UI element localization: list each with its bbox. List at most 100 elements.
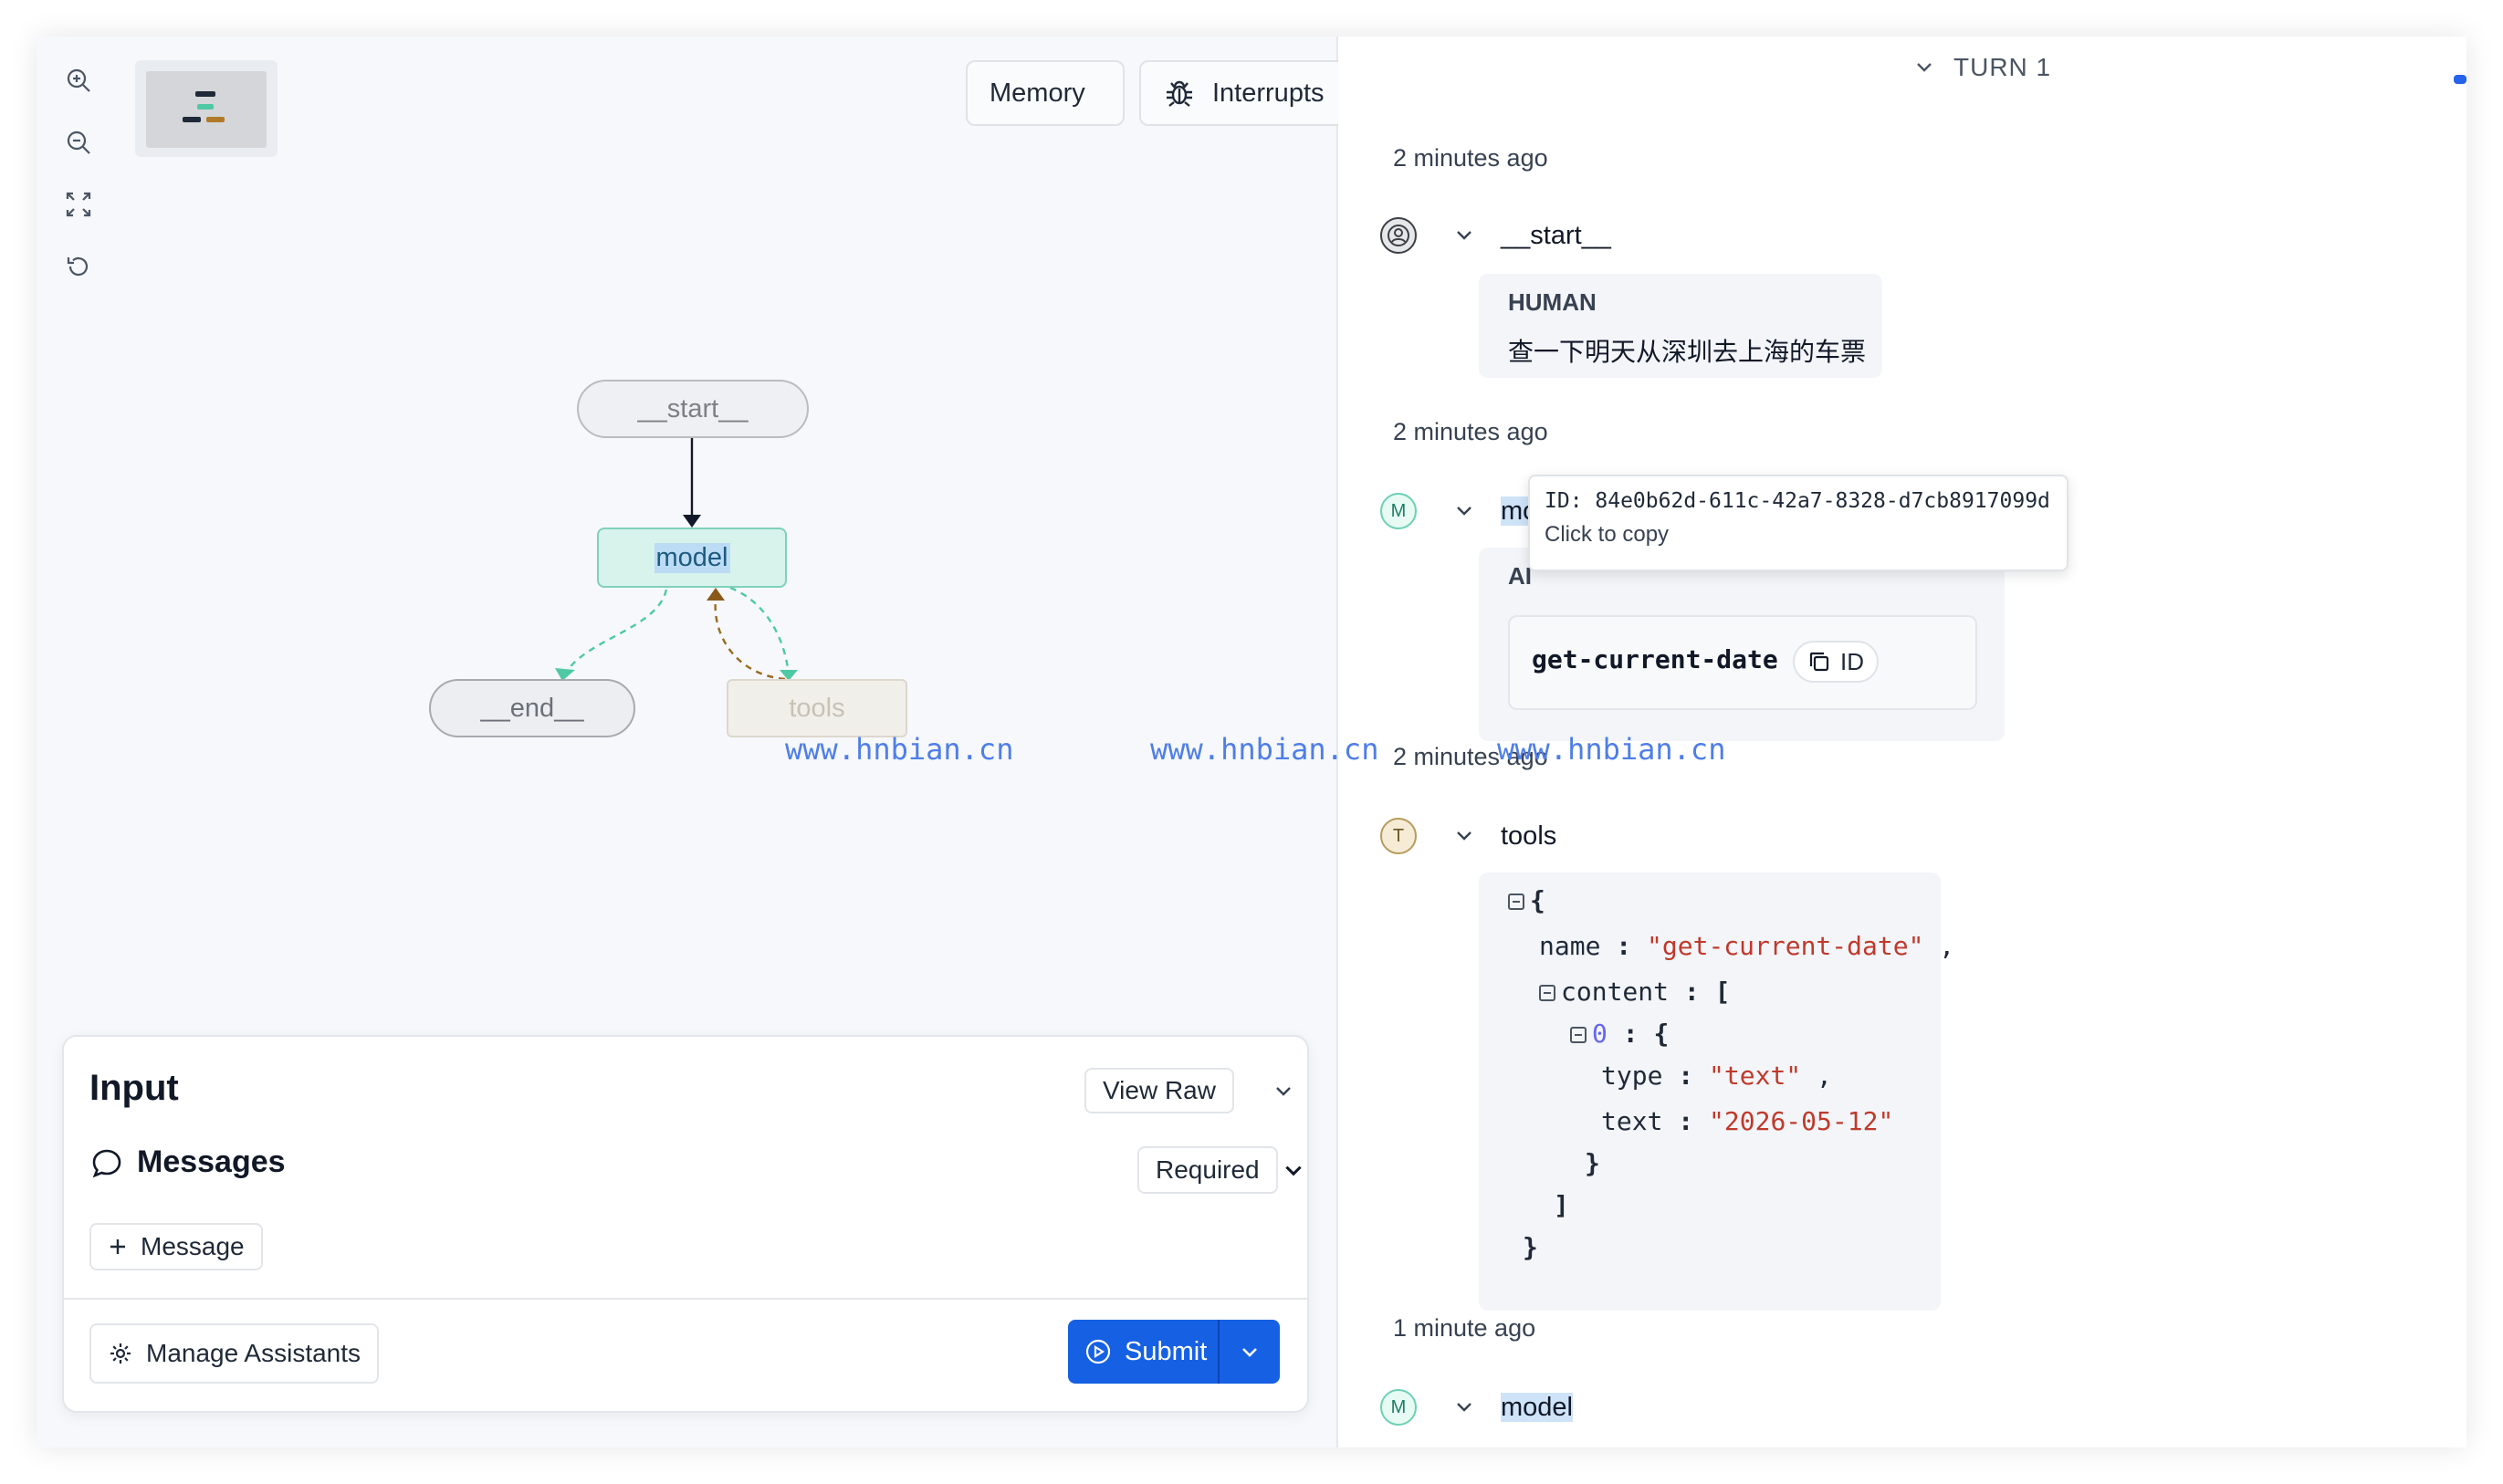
step-timestamp: 2 minutes ago bbox=[1393, 418, 1548, 445]
node-label: model bbox=[654, 542, 730, 573]
required-label: Required bbox=[1156, 1155, 1260, 1184]
tool-json-viewer: { name : "get-current-date" , content : … bbox=[1479, 873, 1954, 1311]
zoom-toolbar bbox=[62, 64, 95, 312]
json-key: text bbox=[1601, 1106, 1663, 1136]
manage-assistants-label: Manage Assistants bbox=[146, 1339, 361, 1367]
json-line: type : "text" , bbox=[1601, 1061, 1832, 1091]
minimap-node bbox=[206, 117, 225, 122]
tooltip-hint: Click to copy bbox=[1545, 522, 1670, 547]
chevron-down-icon[interactable] bbox=[1453, 1396, 1475, 1418]
human-message: HUMAN 查一下明天从深圳去上海的车票 bbox=[1479, 274, 1882, 378]
interrupts-button[interactable]: Interrupts bbox=[1139, 60, 1355, 126]
memory-button[interactable]: Memory bbox=[966, 60, 1125, 126]
json-line: text : "2026-05-12" bbox=[1601, 1106, 1894, 1136]
json-line: { bbox=[1508, 885, 1545, 915]
app-window: Memory Interrupts __start__ model __end_ bbox=[37, 37, 2466, 1447]
avatar-letter: T bbox=[1392, 825, 1405, 846]
minimap[interactable] bbox=[135, 60, 278, 157]
edge-arrow bbox=[683, 515, 701, 528]
step-node-name[interactable]: __start__ bbox=[1501, 221, 1611, 250]
messages-label: Messages bbox=[137, 1144, 286, 1179]
node-name-text: model bbox=[1501, 1393, 1573, 1422]
input-panel: Input View Raw Messages Required Me bbox=[62, 1035, 1309, 1413]
json-line: content : [ bbox=[1539, 977, 1730, 1007]
play-circle-icon bbox=[1084, 1338, 1112, 1365]
json-line: 0 : { bbox=[1570, 1019, 1669, 1049]
collapse-icon[interactable] bbox=[1570, 1027, 1587, 1043]
json-line: } bbox=[1585, 1148, 1600, 1178]
fit-view-icon[interactable] bbox=[62, 188, 95, 221]
tools-avatar-icon: T bbox=[1380, 818, 1417, 854]
input-title: Input bbox=[89, 1068, 179, 1108]
collapse-icon[interactable] bbox=[1508, 894, 1524, 910]
chat-bubble-icon bbox=[89, 1146, 124, 1186]
edge-arrow bbox=[707, 588, 725, 601]
message-role: AI bbox=[1508, 562, 1532, 590]
chevron-down-icon[interactable] bbox=[1282, 1159, 1305, 1187]
scroll-indicator[interactable] bbox=[2454, 75, 2466, 84]
json-key: name bbox=[1539, 931, 1601, 961]
zoom-out-icon[interactable] bbox=[62, 126, 95, 159]
graph-node-end[interactable]: __end__ bbox=[429, 679, 635, 737]
step-node-name[interactable]: tools bbox=[1501, 821, 1557, 851]
view-raw-button[interactable]: View Raw bbox=[1084, 1068, 1234, 1113]
graph-edges bbox=[555, 438, 798, 681]
json-line: } bbox=[1523, 1232, 1538, 1262]
zoom-in-icon[interactable] bbox=[62, 64, 95, 97]
minimap-node bbox=[197, 104, 214, 110]
step-node-name[interactable]: model bbox=[1501, 1393, 1573, 1423]
edge-arrow bbox=[555, 668, 575, 681]
submit-options-chevron-icon[interactable] bbox=[1220, 1320, 1280, 1384]
turn-label: TURN 1 bbox=[1953, 53, 2052, 81]
step-timestamp: 1 minute ago bbox=[1393, 1314, 1536, 1342]
graph-node-model[interactable]: model bbox=[597, 528, 787, 588]
gear-icon bbox=[108, 1341, 133, 1366]
json-index: 0 bbox=[1592, 1019, 1608, 1049]
node-label: tools bbox=[789, 693, 845, 723]
watermark-text: www.hnbian.cn bbox=[1150, 732, 1379, 767]
copy-icon bbox=[1807, 650, 1831, 674]
add-message-button[interactable]: Message bbox=[89, 1223, 263, 1270]
graph-node-tools[interactable]: tools bbox=[727, 679, 907, 737]
graph-node-start[interactable]: __start__ bbox=[577, 380, 809, 438]
plus-icon bbox=[108, 1237, 128, 1257]
json-string: "get-current-date" bbox=[1647, 931, 1924, 961]
model-avatar-icon: M bbox=[1380, 493, 1417, 529]
copy-id-button[interactable]: ID bbox=[1793, 641, 1879, 683]
minimap-node bbox=[183, 117, 201, 122]
manage-assistants-button[interactable]: Manage Assistants bbox=[89, 1323, 380, 1384]
add-message-label: Message bbox=[141, 1232, 245, 1260]
submit-label: Submit bbox=[1125, 1336, 1208, 1366]
edge-arrow bbox=[780, 670, 798, 681]
submit-button-group: Submit bbox=[1068, 1320, 1280, 1384]
chevron-down-icon bbox=[1913, 57, 1935, 78]
tool-call-card: get-current-date ID bbox=[1508, 615, 1977, 710]
json-line: name : "get-current-date" , bbox=[1539, 931, 1955, 961]
chevron-down-icon[interactable] bbox=[1272, 1081, 1294, 1107]
message-role: HUMAN bbox=[1508, 288, 1597, 316]
required-badge: Required bbox=[1137, 1146, 1278, 1194]
divider bbox=[64, 1298, 1307, 1300]
json-string: "2026-05-12" bbox=[1709, 1106, 1894, 1136]
step-timestamp: 2 minutes ago bbox=[1393, 144, 1548, 172]
chevron-down-icon[interactable] bbox=[1453, 225, 1475, 246]
collapse-icon[interactable] bbox=[1539, 985, 1555, 1001]
copy-id-tooltip[interactable]: ID: 84e0b62d-611c-42a7-8328-d7cb8917099d… bbox=[1528, 475, 2068, 571]
edge-tools-model bbox=[714, 598, 786, 681]
chevron-down-icon[interactable] bbox=[1453, 500, 1475, 522]
reset-icon[interactable] bbox=[62, 250, 95, 283]
edge-model-end bbox=[562, 589, 668, 676]
ai-message: AI get-current-date ID bbox=[1479, 548, 2005, 741]
submit-button[interactable]: Submit bbox=[1068, 1320, 1218, 1384]
view-raw-label: View Raw bbox=[1103, 1076, 1216, 1104]
minimap-node bbox=[195, 91, 215, 97]
json-key: content bbox=[1561, 977, 1670, 1007]
avatar-letter: M bbox=[1390, 500, 1407, 521]
minimap-viewport bbox=[146, 71, 267, 148]
node-label: __start__ bbox=[637, 393, 749, 423]
step-timestamp: 2 minutes ago bbox=[1393, 743, 1548, 770]
chevron-down-icon[interactable] bbox=[1453, 825, 1475, 847]
json-key: type bbox=[1601, 1061, 1663, 1091]
watermark-text: www.hnbian.cn bbox=[1497, 732, 1726, 767]
turn-header[interactable]: TURN 1 bbox=[1913, 53, 2051, 82]
